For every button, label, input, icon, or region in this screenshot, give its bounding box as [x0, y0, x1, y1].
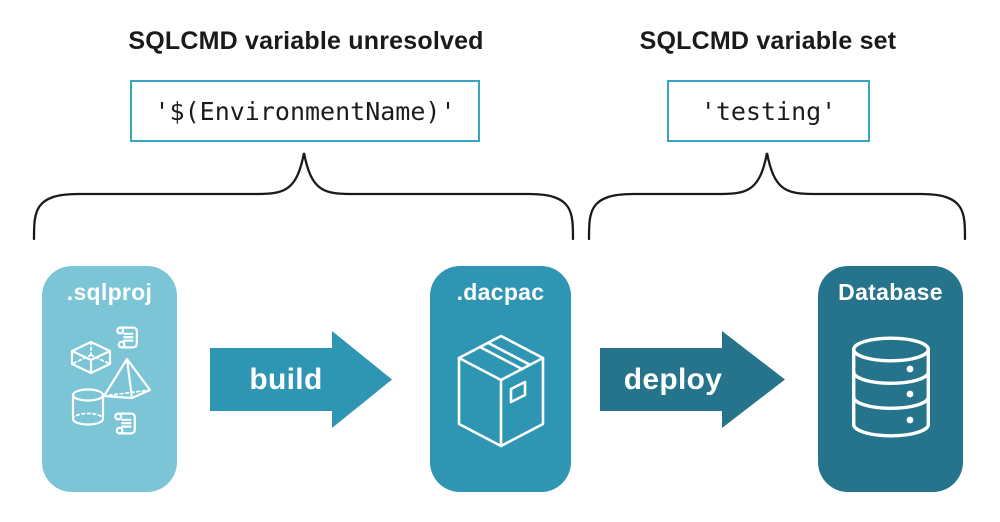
node-database: Database: [818, 266, 963, 492]
heading-set: SQLCMD variable set: [639, 27, 897, 55]
deploy-arrow-label: deploy: [623, 362, 723, 396]
code-value-unresolved: '$(EnvironmentName)': [154, 96, 456, 126]
package-icon: [457, 334, 544, 448]
left-brace: [32, 152, 575, 241]
code-box-unresolved: '$(EnvironmentName)': [130, 80, 480, 142]
node-sqlproj-label: .sqlproj: [66, 279, 153, 305]
heading-unresolved: SQLCMD variable unresolved: [128, 27, 484, 55]
script-scroll-icon: [114, 412, 136, 435]
code-value-set: 'testing': [700, 96, 837, 126]
node-sqlproj: .sqlproj: [42, 266, 177, 492]
database-icon: [851, 336, 930, 438]
cube-icon: [70, 340, 112, 375]
deploy-arrow-shape: [600, 331, 785, 428]
sql-objects-icon: [70, 326, 152, 435]
right-brace: [587, 152, 967, 241]
node-database-label: Database: [838, 279, 943, 305]
node-dacpac: .dacpac: [430, 266, 571, 492]
code-box-set: 'testing': [667, 80, 870, 142]
pyramid-icon: [102, 357, 152, 400]
build-arrow: [210, 331, 392, 428]
deploy-arrow: [600, 331, 785, 428]
build-arrow-label: build: [249, 362, 323, 396]
script-scroll-icon: [116, 326, 138, 349]
cylinder-icon: [71, 388, 105, 426]
node-dacpac-label: .dacpac: [456, 279, 545, 305]
build-arrow-shape: [210, 331, 392, 428]
